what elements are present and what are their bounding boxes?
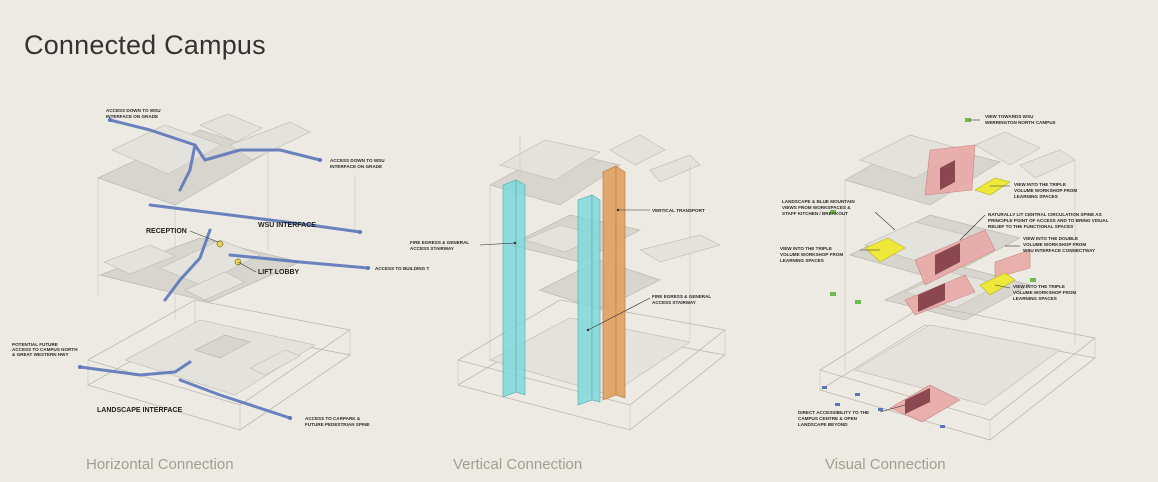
- circulation-paths: [78, 118, 370, 420]
- label-triple-right-3: LEARNING SPACES: [1013, 296, 1057, 301]
- label-fire-egress-left-1: FIRE EGRESS & GENERAL: [410, 240, 469, 245]
- label-triple-top-3: LEARNING SPACES: [1014, 194, 1058, 199]
- page-title: Connected Campus: [24, 30, 266, 60]
- label-carpark-2: FUTURE PEDESTRIAN SPINE: [305, 422, 370, 427]
- label-wsu-down-right-2: INTERFACE ON GRADE: [330, 164, 382, 169]
- stairs: [905, 160, 960, 414]
- label-wsu-down-top: ACCESS DOWN TO WSU: [106, 108, 161, 113]
- label-building-t: ACCESS TO BUILDING T: [375, 266, 429, 271]
- vertical-connection-diagram: VERTICAL TRANSPORT FIRE EGRESS & GENERAL…: [410, 134, 726, 431]
- label-triple-left-1: VIEW INTO THE TRIPLE: [780, 246, 832, 251]
- label-double-1: VIEW INTO THE DOUBLE: [1023, 236, 1078, 241]
- label-carpark-1: ACCESS TO CARPARK &: [305, 416, 361, 421]
- label-landscape-3: STAFF KITCHEN / BREAKOUT: [782, 211, 848, 216]
- label-future-access-1: POTENTIAL FUTURE: [12, 342, 58, 347]
- label-view-north-2: WERRINGTON NORTH CAMPUS: [985, 120, 1056, 125]
- label-double-3: WSU INTERFACE CONNECTWAY: [1023, 248, 1095, 253]
- label-direct-3: LANDSCAPE BEYOND: [798, 422, 848, 427]
- label-wsu-interface: WSU INTERFACE: [258, 222, 316, 229]
- label-wsu-down-top-2: INTERFACE ON GRADE: [106, 114, 158, 119]
- caption-horizontal: Horizontal Connection: [86, 456, 234, 473]
- horizontal-connection-diagram: ACCESS DOWN TO WSU INTERFACE ON GRADE AC…: [12, 108, 429, 431]
- label-reception: RECEPTION: [146, 228, 187, 235]
- trees: [830, 118, 1036, 304]
- label-direct-2: CAMPUS CENTRE & OPEN: [798, 416, 858, 421]
- label-view-north-1: VIEW TOWARDS WSU: [985, 114, 1034, 119]
- label-direct-1: DIRECT ACCESSIBILITY TO THE: [798, 410, 869, 415]
- label-triple-top-1: VIEW INTO THE TRIPLE: [1014, 182, 1066, 187]
- label-fire-egress-right-1: FIRE EGRESS & GENERAL: [652, 294, 711, 299]
- label-double-2: VOLUME WORKSHOP FROM: [1023, 242, 1086, 247]
- label-triple-top-2: VOLUME WORKSHOP FROM: [1014, 188, 1077, 193]
- label-fire-egress-left-2: ACCESS STAIRWAY: [410, 246, 454, 251]
- label-future-access-2: ACCESS TO CAMPUS NORTH: [12, 347, 78, 352]
- caption-vertical: Vertical Connection: [453, 456, 583, 473]
- ground-level-frame-vis: [819, 304, 1096, 441]
- label-landscape-2: VIEWS FROM WORKSPACES &: [782, 205, 851, 210]
- label-future-access-3: & GREAT WESTERN HWY: [12, 352, 69, 357]
- view-zones: [864, 177, 1016, 296]
- label-wsu-down-right: ACCESS DOWN TO WSU: [330, 158, 385, 163]
- label-spine-2: PRINCIPLE POINT OF ACCESS AND TO BRING V…: [988, 218, 1109, 223]
- label-fire-egress-right-2: ACCESS STAIRWAY: [652, 300, 696, 305]
- label-lift-lobby: LIFT LOBBY: [258, 269, 300, 276]
- marker-dots: [216, 240, 242, 266]
- label-triple-right-1: VIEW INTO THE TRIPLE: [1013, 284, 1065, 289]
- label-spine-3: RELIEF TO THE FUNCTIONAL SPACES: [988, 224, 1073, 229]
- label-landscape-interface: LANDSCAPE INTERFACE: [97, 407, 183, 414]
- label-vertical-transport: VERTICAL TRANSPORT: [652, 208, 705, 213]
- label-triple-right-2: VOLUME WORKSHOP FROM: [1013, 290, 1076, 295]
- label-landscape-1: LANDSCAPE & BLUE MOUNTAIN: [782, 199, 855, 204]
- label-triple-left-3: LEARNING SPACES: [780, 258, 824, 263]
- stair-core: [602, 165, 626, 401]
- caption-visual: Visual Connection: [825, 456, 946, 473]
- visual-connection-diagram: VIEW TOWARDS WSU WERRINGTON NORTH CAMPUS…: [780, 114, 1109, 441]
- label-triple-left-2: VOLUME WORKSHOP FROM: [780, 252, 843, 257]
- label-spine-1: NATURALLY LIT CENTRAL CIRCULATION SPINE …: [988, 212, 1102, 217]
- ground-level-frame: [86, 299, 352, 431]
- lift-shafts: [502, 179, 601, 406]
